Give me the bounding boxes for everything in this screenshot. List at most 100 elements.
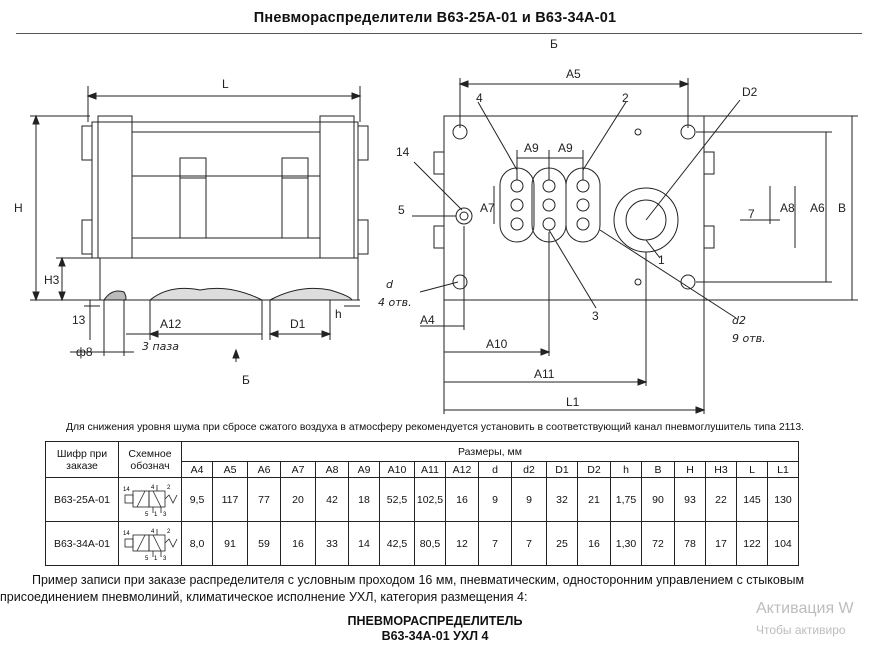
size-value-l1: 130 bbox=[767, 477, 799, 522]
dim-A7: A7 bbox=[480, 201, 495, 215]
dim-13: 13 bbox=[72, 313, 86, 327]
size-header-a8: A8 bbox=[315, 461, 349, 478]
view-label-bottom: Б bbox=[242, 373, 250, 387]
dim-d8: ф8 bbox=[76, 345, 93, 359]
port-2: 2 bbox=[167, 485, 171, 491]
dim-A9b: A9 bbox=[558, 141, 573, 155]
order-code: В63-34А-01 УХЛ 4 bbox=[381, 629, 489, 643]
size-value-d: 9 bbox=[478, 477, 512, 522]
size-value-a9: 14 bbox=[348, 521, 380, 566]
size-value-a12: 12 bbox=[445, 521, 479, 566]
dim-D1: D1 bbox=[290, 317, 306, 331]
size-value-a7: 16 bbox=[280, 521, 316, 566]
callout-14: 14 bbox=[396, 145, 410, 159]
size-value-d2: 9 bbox=[511, 477, 547, 522]
order-title: ПНЕВМОРАСПРЕДЕЛИТЕЛЬ bbox=[347, 614, 523, 628]
dim-A6: A6 bbox=[810, 201, 825, 215]
callout-1: 1 bbox=[658, 253, 665, 267]
dim-H: H bbox=[14, 201, 23, 215]
d2-holes-note: 9 отв. bbox=[732, 332, 766, 345]
watermark-line-1: Активация W bbox=[756, 600, 854, 617]
plan-view bbox=[412, 78, 858, 414]
size-value-l1: 104 bbox=[767, 521, 799, 566]
port-4: 4 bbox=[151, 529, 155, 535]
title-underline bbox=[16, 33, 862, 34]
size-value-a8: 42 bbox=[315, 477, 349, 522]
page-title: Пневмораспределители В63-25А-01 и В63-34… bbox=[253, 10, 617, 26]
size-value-a5: 117 bbox=[212, 477, 248, 522]
dim-A9a: A9 bbox=[524, 141, 539, 155]
size-value-h: 1,75 bbox=[610, 477, 642, 522]
size-value-b: 90 bbox=[641, 477, 675, 522]
watermark-line-2: Чтобы активиро bbox=[756, 623, 846, 637]
size-value-d2: 7 bbox=[511, 521, 547, 566]
size-value-a10: 52,5 bbox=[379, 477, 415, 522]
size-header-a7: A7 bbox=[280, 461, 316, 478]
noise-note: Для снижения уровня шума при сбросе сжат… bbox=[65, 422, 805, 433]
size-header-d2: d2 bbox=[511, 461, 547, 478]
size-value-a4: 9,5 bbox=[181, 477, 213, 522]
header-scheme: Схемное обознач bbox=[118, 441, 182, 478]
dim-d2: d2 bbox=[732, 314, 746, 327]
port-4: 4 bbox=[151, 485, 155, 491]
size-header-a4: A4 bbox=[181, 461, 213, 478]
size-value-d: 7 bbox=[478, 521, 512, 566]
view-label-top: Б bbox=[550, 37, 558, 51]
callout-2: 2 bbox=[622, 91, 629, 105]
technical-drawing: L Б H H3 13 ф8 A12 D1 h 3 паза Б A5 D2 4… bbox=[14, 37, 858, 414]
activation-watermark: Активация W Чтобы активиро bbox=[756, 600, 854, 637]
order-example: Пример записи при заказе распределителя … bbox=[0, 572, 870, 606]
port-5: 5 bbox=[145, 512, 149, 517]
size-value-a10: 42,5 bbox=[379, 521, 415, 566]
dim-A5: A5 bbox=[566, 67, 581, 81]
size-header-a5: A5 bbox=[212, 461, 248, 478]
dim-7: 7 bbox=[748, 207, 755, 221]
size-value-a9: 18 bbox=[348, 477, 380, 522]
size-value-d1: 25 bbox=[546, 521, 578, 566]
size-header-d2: D2 bbox=[577, 461, 611, 478]
size-header-a12: A12 bbox=[445, 461, 479, 478]
row-code: В63-25А-01 bbox=[45, 477, 119, 522]
size-value-h: 78 bbox=[674, 521, 706, 566]
dim-A4: A4 bbox=[420, 313, 435, 327]
port-1: 1 bbox=[154, 512, 158, 517]
size-value-a7: 20 bbox=[280, 477, 316, 522]
size-header-l1: L1 bbox=[767, 461, 799, 478]
valve-symbol-icon: 14 4 2 5 1 3 bbox=[123, 484, 178, 517]
dim-A8: A8 bbox=[780, 201, 795, 215]
row-code: В63-34А-01 bbox=[45, 521, 119, 566]
size-header-h: h bbox=[610, 461, 642, 478]
size-value-a5: 91 bbox=[212, 521, 248, 566]
size-value-a11: 80,5 bbox=[414, 521, 446, 566]
size-value-h3: 22 bbox=[705, 477, 737, 522]
scheme-symbol: 14 4 2 5 1 3 bbox=[118, 477, 182, 522]
callout-3: 3 bbox=[592, 309, 599, 323]
size-value-h3: 17 bbox=[705, 521, 737, 566]
size-header-a10: A10 bbox=[379, 461, 415, 478]
size-value-d2: 21 bbox=[577, 477, 611, 522]
dim-B: B bbox=[838, 201, 846, 215]
port-3: 3 bbox=[163, 512, 167, 517]
port-5: 5 bbox=[145, 556, 149, 561]
size-value-h: 93 bbox=[674, 477, 706, 522]
size-header-a6: A6 bbox=[247, 461, 281, 478]
header-code: Шифр при заказе bbox=[45, 441, 119, 478]
dim-A12: A12 bbox=[160, 317, 182, 331]
size-header-a11: A11 bbox=[414, 461, 446, 478]
dim-L1: L1 bbox=[566, 395, 580, 409]
example-line-1: Пример записи при заказе распределителя … bbox=[32, 573, 805, 587]
port-14: 14 bbox=[123, 487, 130, 493]
dim-L: L bbox=[222, 77, 229, 91]
port-1: 1 bbox=[154, 556, 158, 561]
size-header-l: L bbox=[736, 461, 768, 478]
sizes-table: Шифр при заказе Схемное обознач Размеры,… bbox=[45, 441, 799, 566]
port-2: 2 bbox=[167, 529, 171, 535]
example-line-2: присоединением пневмолиний, климатическо… bbox=[0, 590, 528, 604]
order-designation: ПНЕВМОРАСПРЕДЕЛИТЕЛЬ В63-34А-01 УХЛ 4 bbox=[0, 614, 870, 644]
dim-5: 5 bbox=[398, 203, 405, 217]
size-value-d1: 32 bbox=[546, 477, 578, 522]
size-value-d2: 16 bbox=[577, 521, 611, 566]
size-value-a6: 77 bbox=[247, 477, 281, 522]
